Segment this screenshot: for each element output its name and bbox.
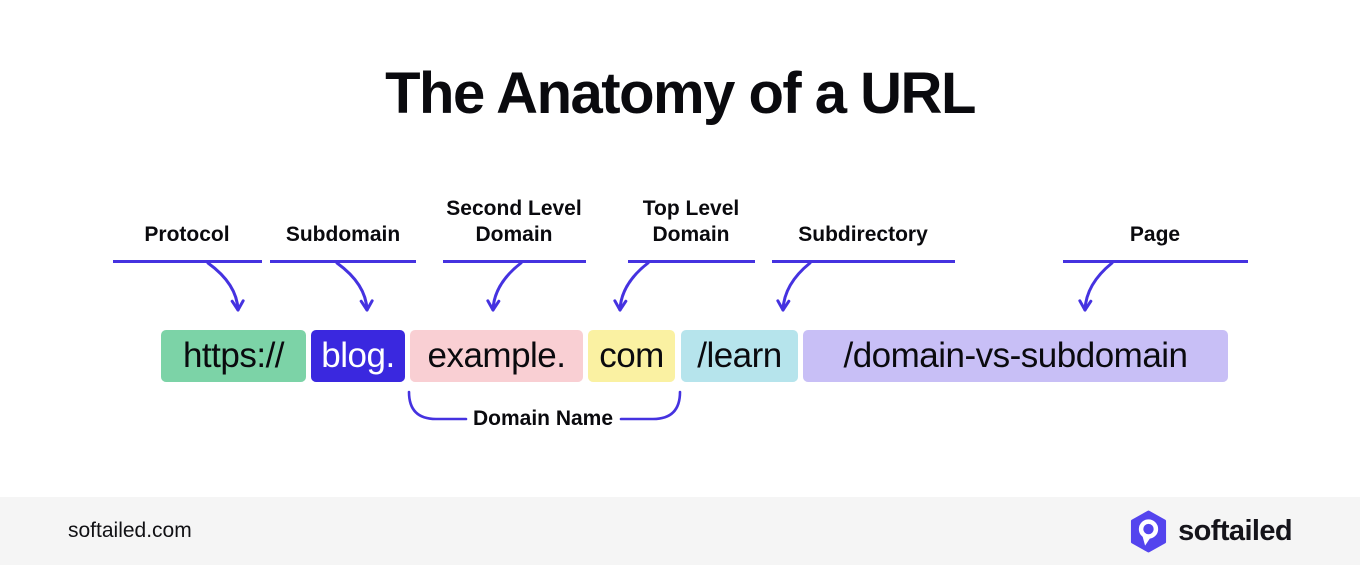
label-page: Page bbox=[1129, 222, 1181, 246]
bracket-right bbox=[619, 390, 682, 421]
label-protocol: Protocol bbox=[144, 222, 230, 246]
url-part-subdomain: blog. bbox=[311, 330, 405, 382]
top-level-domain-arrow-icon bbox=[613, 261, 650, 312]
page-title: The Anatomy of a URL bbox=[385, 61, 976, 126]
url-part-subdirectory: /learn bbox=[681, 330, 798, 382]
domain-name-label: Domain Name bbox=[472, 407, 614, 430]
page-arrow-icon bbox=[1078, 261, 1114, 312]
bracket-left bbox=[407, 390, 468, 421]
url-part-second-level-domain: example. bbox=[410, 330, 583, 382]
brand-lockup: softailed bbox=[1129, 510, 1293, 553]
footer: softailed.com softailed bbox=[0, 497, 1360, 565]
url-part-page: /domain-vs-subdomain bbox=[803, 330, 1228, 382]
softailed-logo-icon bbox=[1131, 510, 1167, 552]
subdirectory-arrow-icon bbox=[776, 261, 812, 312]
pointer-arrows bbox=[206, 261, 1114, 312]
second-level-domain-arrow-icon bbox=[486, 261, 523, 312]
label-subdirectory: Subdirectory bbox=[798, 222, 928, 246]
label-top-level-domain: Top Level Domain bbox=[642, 196, 740, 246]
url-part-top-level-domain: com bbox=[588, 330, 675, 382]
label-subdomain: Subdomain bbox=[285, 222, 401, 246]
url-part-protocol: https:// bbox=[161, 330, 306, 382]
protocol-arrow-icon bbox=[206, 261, 245, 312]
footer-website-text: softailed.com bbox=[68, 519, 192, 542]
label-second-level-domain: Second Level Domain bbox=[446, 196, 582, 246]
subdomain-arrow-icon bbox=[335, 261, 374, 312]
brand-name-text: softailed bbox=[1178, 514, 1292, 547]
